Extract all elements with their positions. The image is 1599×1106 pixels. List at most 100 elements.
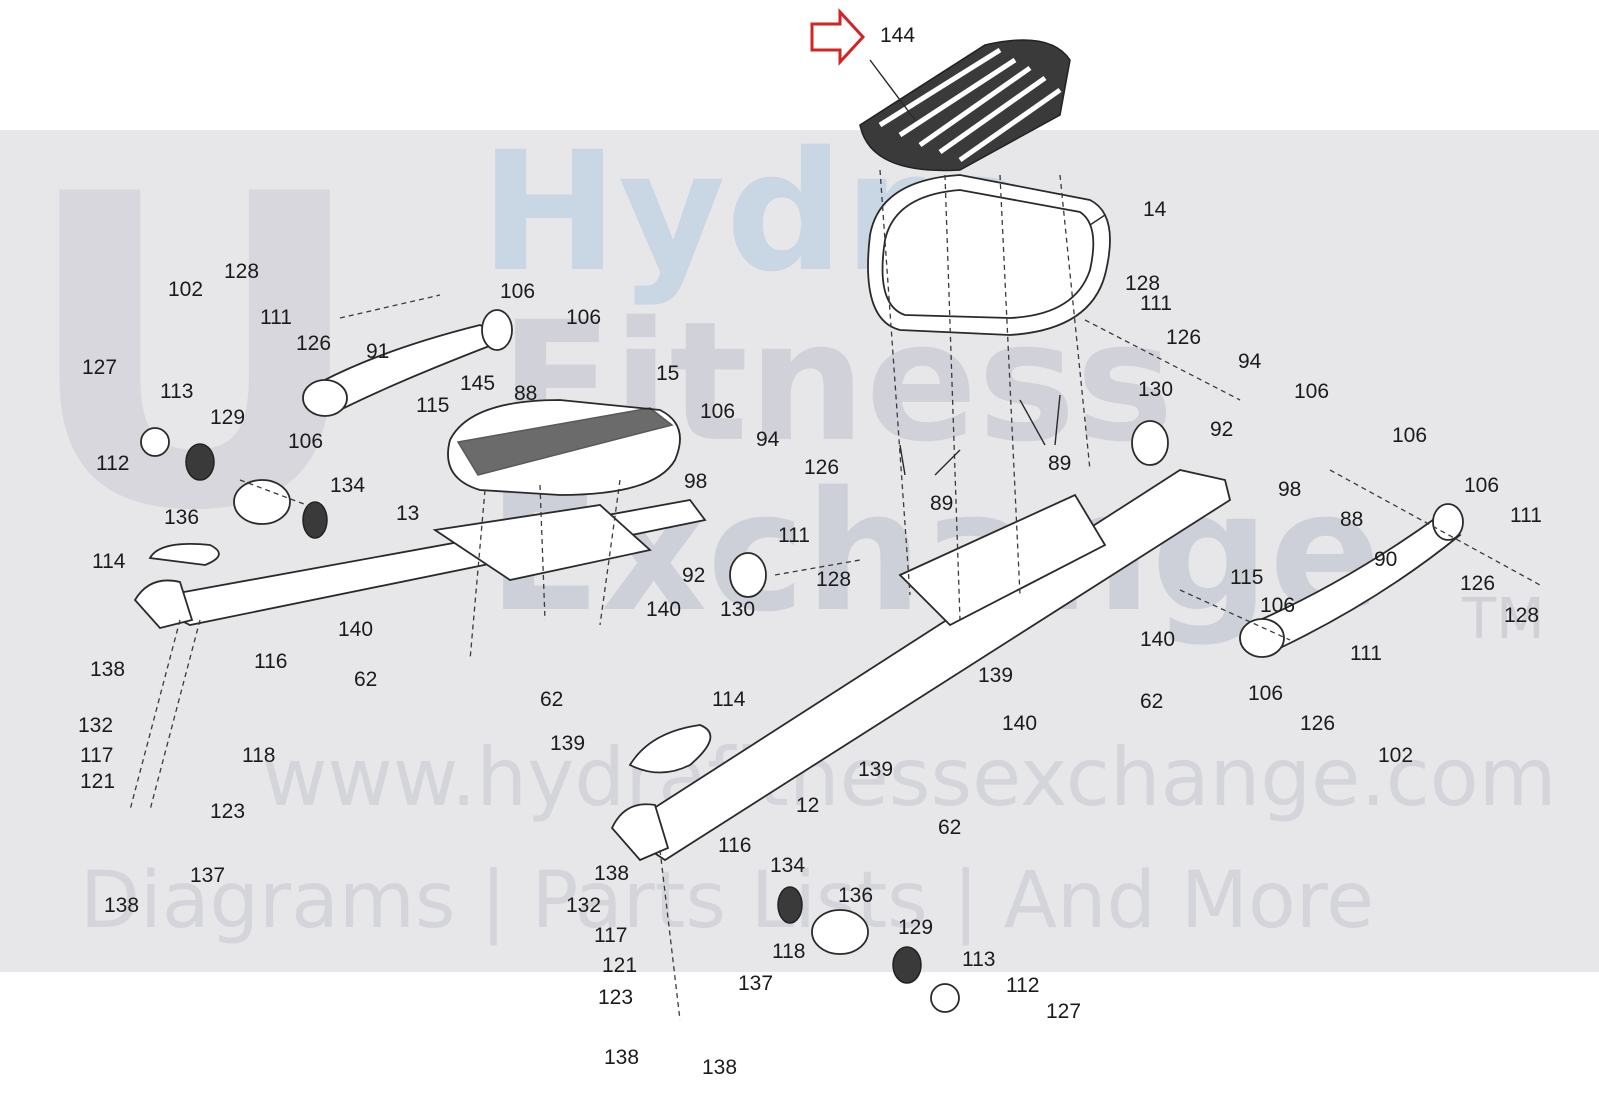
callout-115: 115 bbox=[416, 394, 449, 417]
callout-115: 115 bbox=[1230, 566, 1263, 589]
callout-136: 136 bbox=[164, 506, 199, 529]
callout-126: 126 bbox=[804, 456, 839, 479]
callout-121: 121 bbox=[602, 954, 637, 977]
callout-118: 118 bbox=[772, 940, 805, 963]
callout-132: 132 bbox=[566, 894, 601, 917]
callout-134: 134 bbox=[770, 854, 805, 877]
callout-130: 130 bbox=[1138, 378, 1173, 401]
callout-114: 114 bbox=[712, 688, 746, 711]
callout-88: 88 bbox=[514, 382, 537, 405]
callout-90: 90 bbox=[1374, 548, 1397, 571]
callout-126: 126 bbox=[296, 332, 331, 355]
callout-145: 145 bbox=[460, 372, 495, 395]
callout-140: 140 bbox=[338, 618, 373, 641]
callout-138: 138 bbox=[702, 1056, 737, 1079]
callout-137: 137 bbox=[738, 972, 773, 995]
callout-138: 138 bbox=[594, 862, 629, 885]
callout-91: 91 bbox=[366, 340, 389, 363]
hinge-caps-114 bbox=[148, 543, 712, 774]
highlight-arrow bbox=[810, 8, 866, 66]
callout-113: 113 bbox=[160, 380, 193, 403]
callout-126: 126 bbox=[1460, 572, 1495, 595]
callout-139: 139 bbox=[858, 758, 893, 781]
callout-139: 139 bbox=[550, 732, 585, 755]
callout-111: 111 bbox=[1510, 504, 1542, 527]
callout-89: 89 bbox=[1048, 452, 1071, 475]
callout-118: 118 bbox=[242, 744, 275, 767]
callout-98: 98 bbox=[1278, 478, 1301, 501]
callout-114: 114 bbox=[92, 550, 126, 573]
foot-pedal-14 bbox=[867, 174, 1111, 336]
callout-138: 138 bbox=[104, 894, 139, 917]
callout-106: 106 bbox=[288, 430, 323, 453]
callout-111: 111 bbox=[1350, 642, 1382, 665]
callout-129: 129 bbox=[210, 406, 245, 429]
callout-106: 106 bbox=[700, 400, 735, 423]
callout-123: 123 bbox=[598, 986, 633, 1009]
callout-132: 132 bbox=[78, 714, 113, 737]
pedal-pad-144 bbox=[859, 39, 1071, 172]
callout-102: 102 bbox=[1378, 744, 1413, 767]
watermark-tagline: Diagrams | Parts Lists | And More bbox=[80, 856, 1375, 946]
callout-128: 128 bbox=[816, 568, 851, 591]
watermark-trademark: TM bbox=[1462, 587, 1545, 652]
callout-62: 62 bbox=[540, 688, 563, 711]
callout-62: 62 bbox=[938, 816, 961, 839]
callout-13: 13 bbox=[396, 502, 419, 525]
callout-106: 106 bbox=[566, 306, 601, 329]
callout-138: 138 bbox=[90, 658, 125, 681]
callout-88: 88 bbox=[1340, 508, 1363, 531]
callout-111: 111 bbox=[260, 306, 292, 329]
callout-106: 106 bbox=[1464, 474, 1499, 497]
callout-106: 106 bbox=[1294, 380, 1329, 403]
callout-129: 129 bbox=[898, 916, 933, 939]
callout-106: 106 bbox=[500, 280, 535, 303]
callout-121: 121 bbox=[80, 770, 115, 793]
pedal-arm-91 bbox=[302, 309, 513, 417]
callout-111: 111 bbox=[778, 524, 810, 547]
callout-102: 102 bbox=[168, 278, 203, 301]
callout-136: 136 bbox=[838, 884, 873, 907]
callout-117: 117 bbox=[80, 744, 113, 767]
callout-12: 12 bbox=[796, 794, 819, 817]
callout-127: 127 bbox=[82, 356, 117, 379]
callout-126: 126 bbox=[1300, 712, 1335, 735]
callout-134: 134 bbox=[330, 474, 365, 497]
wheels-and-bearings bbox=[140, 420, 1169, 1013]
callout-62: 62 bbox=[354, 668, 377, 691]
watermark-logo-mark: U bbox=[20, 105, 370, 605]
watermark-url: www.hydrafitnessexchange.com bbox=[262, 731, 1557, 824]
callout-138: 138 bbox=[604, 1046, 639, 1069]
callout-14: 14 bbox=[1143, 198, 1167, 221]
callout-92: 92 bbox=[682, 564, 705, 587]
callout-117: 117 bbox=[594, 924, 627, 947]
callout-62: 62 bbox=[1140, 690, 1163, 713]
leader-lines bbox=[129, 59, 1541, 1021]
watermark-band bbox=[0, 130, 1599, 972]
callout-126: 126 bbox=[1166, 326, 1201, 349]
callout-128: 128 bbox=[1504, 604, 1539, 627]
callout-144: 144 bbox=[880, 24, 915, 47]
callout-111: 111 bbox=[1140, 292, 1172, 315]
foot-pedal-15 bbox=[447, 399, 681, 496]
callout-140: 140 bbox=[646, 598, 681, 621]
callout-106: 106 bbox=[1248, 682, 1283, 705]
callout-92: 92 bbox=[1210, 418, 1233, 441]
callout-94: 94 bbox=[1238, 350, 1262, 373]
callout-128: 128 bbox=[224, 260, 259, 283]
callout-106: 106 bbox=[1260, 594, 1295, 617]
callout-130: 130 bbox=[720, 598, 755, 621]
callout-112: 112 bbox=[1006, 974, 1039, 997]
callout-116: 116 bbox=[718, 834, 751, 857]
callout-94: 94 bbox=[756, 428, 780, 451]
callout-112: 112 bbox=[96, 452, 129, 475]
callout-139: 139 bbox=[978, 664, 1013, 687]
callout-113: 113 bbox=[962, 948, 995, 971]
callout-137: 137 bbox=[190, 864, 225, 887]
callout-140: 140 bbox=[1140, 628, 1175, 651]
callout-127: 127 bbox=[1046, 1000, 1081, 1023]
callout-116: 116 bbox=[254, 650, 287, 673]
